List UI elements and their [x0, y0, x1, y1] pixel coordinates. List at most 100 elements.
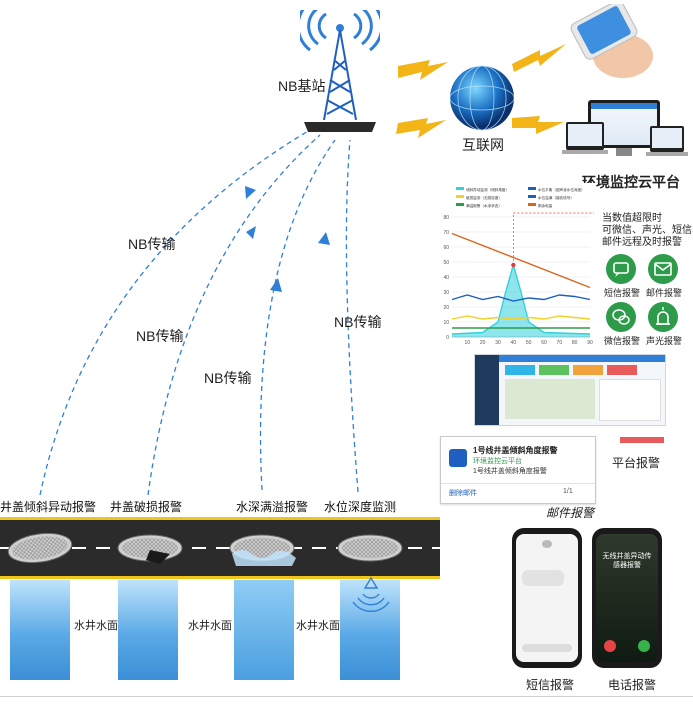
- email-pager: 1/1: [563, 488, 573, 495]
- globe-icon: [449, 65, 515, 131]
- threshold-point: [511, 262, 516, 268]
- siren-alert-label: 声光报警: [646, 336, 683, 346]
- ultrasonic-wave-icon: [352, 576, 390, 612]
- water-label-3: 水井水面: [296, 620, 340, 632]
- mail-alert-circle: [648, 254, 678, 284]
- manhole-cover-overflow: [229, 534, 296, 566]
- lightning-internet-pc: [512, 116, 564, 134]
- y-tick-label: 40: [443, 275, 449, 281]
- wechat-alert-label: 微信报警: [604, 336, 641, 346]
- call-alarm-label: 电话报警: [608, 678, 657, 692]
- legend-entry: 水位平衡（超声波水位深度）: [538, 187, 585, 192]
- pc-cluster: [562, 100, 688, 166]
- email-alarm-card: 1号线井盖倾斜角度报警 环境监控云平台 1号线井盖倾斜角度报警 删除邮件 1/1: [440, 436, 596, 504]
- mail-alert-label: 邮件报警: [646, 288, 683, 298]
- email-sender: 环境监控云平台: [473, 458, 522, 465]
- x-tick-label: 60: [541, 340, 547, 346]
- nb-link-1: [39, 129, 311, 496]
- manhole-cover-level: [337, 534, 403, 562]
- email-title: 1号线井盖倾斜角度报警: [473, 446, 558, 455]
- legend-swatch: [528, 187, 536, 190]
- legend-entry: 水位溢满（接收信号）: [538, 195, 574, 200]
- email-app-icon: [449, 449, 467, 467]
- sms-phone: [512, 528, 582, 668]
- email-body: 1号线井盖倾斜角度报警: [473, 468, 547, 475]
- arrow-4: [318, 232, 330, 245]
- lightning-internet-phone: [512, 44, 566, 72]
- manhole-cover-tilt: [7, 532, 73, 564]
- x-tick-label: 50: [526, 340, 532, 346]
- wechat-alert-circle: [606, 302, 636, 332]
- nb-label-2: NB传输: [136, 328, 184, 344]
- sms-icon: [613, 262, 629, 277]
- y-tick-label: 20: [443, 305, 449, 311]
- nb-link-3: [259, 139, 336, 491]
- legend-entry: 倾斜异动监测（倾斜角度）: [466, 187, 509, 192]
- well-damage: [118, 580, 178, 680]
- nb-label-1: NB传输: [128, 236, 176, 252]
- sms-alarm-label: 短信报警: [526, 678, 575, 692]
- mail-icon: [654, 262, 672, 276]
- y-tick-label: 10: [443, 320, 449, 326]
- lightning-tower-internet-bot: [396, 118, 446, 138]
- platform-label: 环境监控云平台: [582, 174, 680, 190]
- nb-link-2: [147, 134, 321, 496]
- water-label-2: 水井水面: [188, 620, 232, 632]
- nb-label-3: NB传输: [204, 370, 252, 386]
- manhole-cover-damaged: [117, 534, 183, 564]
- platform-alarm-label: 平台报警: [612, 456, 661, 470]
- caller-name: 无线井盖异动传感器报警: [602, 553, 652, 569]
- arrow-3: [270, 278, 282, 292]
- sms-alert-circle: [606, 254, 636, 284]
- siren-alert-circle: [648, 302, 678, 332]
- legend-swatch: [528, 203, 536, 206]
- series-area: [452, 265, 590, 337]
- x-tick-label: 30: [495, 340, 501, 346]
- series-line: [451, 315, 591, 320]
- x-tick-label: 90: [587, 340, 593, 346]
- legend-swatch: [456, 203, 464, 206]
- sensor-label-overflow: 水深满溢报警: [236, 500, 309, 514]
- well-level: [340, 580, 400, 680]
- email-delete-link[interactable]: 删除邮件: [449, 490, 477, 497]
- lightning-tower-internet-top: [398, 60, 448, 80]
- alert-description: 当数值超限时 可微信、声光、短信、 邮件远程及时报警: [602, 213, 693, 248]
- laptop-left: [566, 122, 604, 150]
- x-tick-label: 80: [572, 340, 578, 346]
- call-phone: 无线井盖异动传感器报警: [592, 528, 662, 668]
- x-tick-label: 10: [465, 340, 471, 346]
- water-label-1: 水井水面: [74, 620, 118, 632]
- monitor-stand: [616, 148, 632, 156]
- tower-icon: [296, 0, 384, 132]
- legend-swatch: [528, 195, 536, 198]
- y-tick-label: 0: [446, 335, 449, 341]
- accept-button[interactable]: [638, 640, 650, 652]
- sensor-label-tilt: 井盖倾斜异动报警: [0, 500, 97, 514]
- well-tilt: [10, 580, 70, 680]
- x-tick-label: 20: [480, 340, 486, 346]
- decline-button[interactable]: [604, 640, 616, 652]
- nb-link-4: [345, 139, 359, 493]
- legend-entry: 剩余电量: [538, 203, 553, 208]
- legend-swatch: [456, 187, 464, 190]
- well-overflow: [234, 580, 294, 680]
- internet-globe: [446, 62, 518, 134]
- y-tick-label: 30: [443, 290, 449, 296]
- sensor-label-damage: 井盖破损报警: [110, 500, 183, 514]
- series-line: [451, 232, 591, 289]
- x-tick-label: 40: [511, 340, 517, 346]
- hand-phone: [565, 0, 660, 82]
- legend-swatch: [456, 195, 464, 198]
- nb-tower: [296, 0, 384, 135]
- internet-label: 互联网: [462, 137, 504, 153]
- bottom-rule: [0, 696, 693, 697]
- siren-icon: [656, 307, 670, 325]
- tower-label: NB基站: [278, 78, 326, 94]
- manhole-covers: [7, 532, 403, 566]
- arrow-2: [246, 226, 256, 239]
- chart-svg: 倾斜异动监测（倾斜角度） 水位平衡（超声波水位深度） 破损监测（无感铰度） 水位溢满（…: [443, 187, 594, 346]
- y-tick-label: 60: [443, 245, 449, 251]
- sensor-label-level: 水位深度监测: [324, 500, 397, 514]
- legend-entry: 破损监测（无感铰度）: [466, 195, 502, 200]
